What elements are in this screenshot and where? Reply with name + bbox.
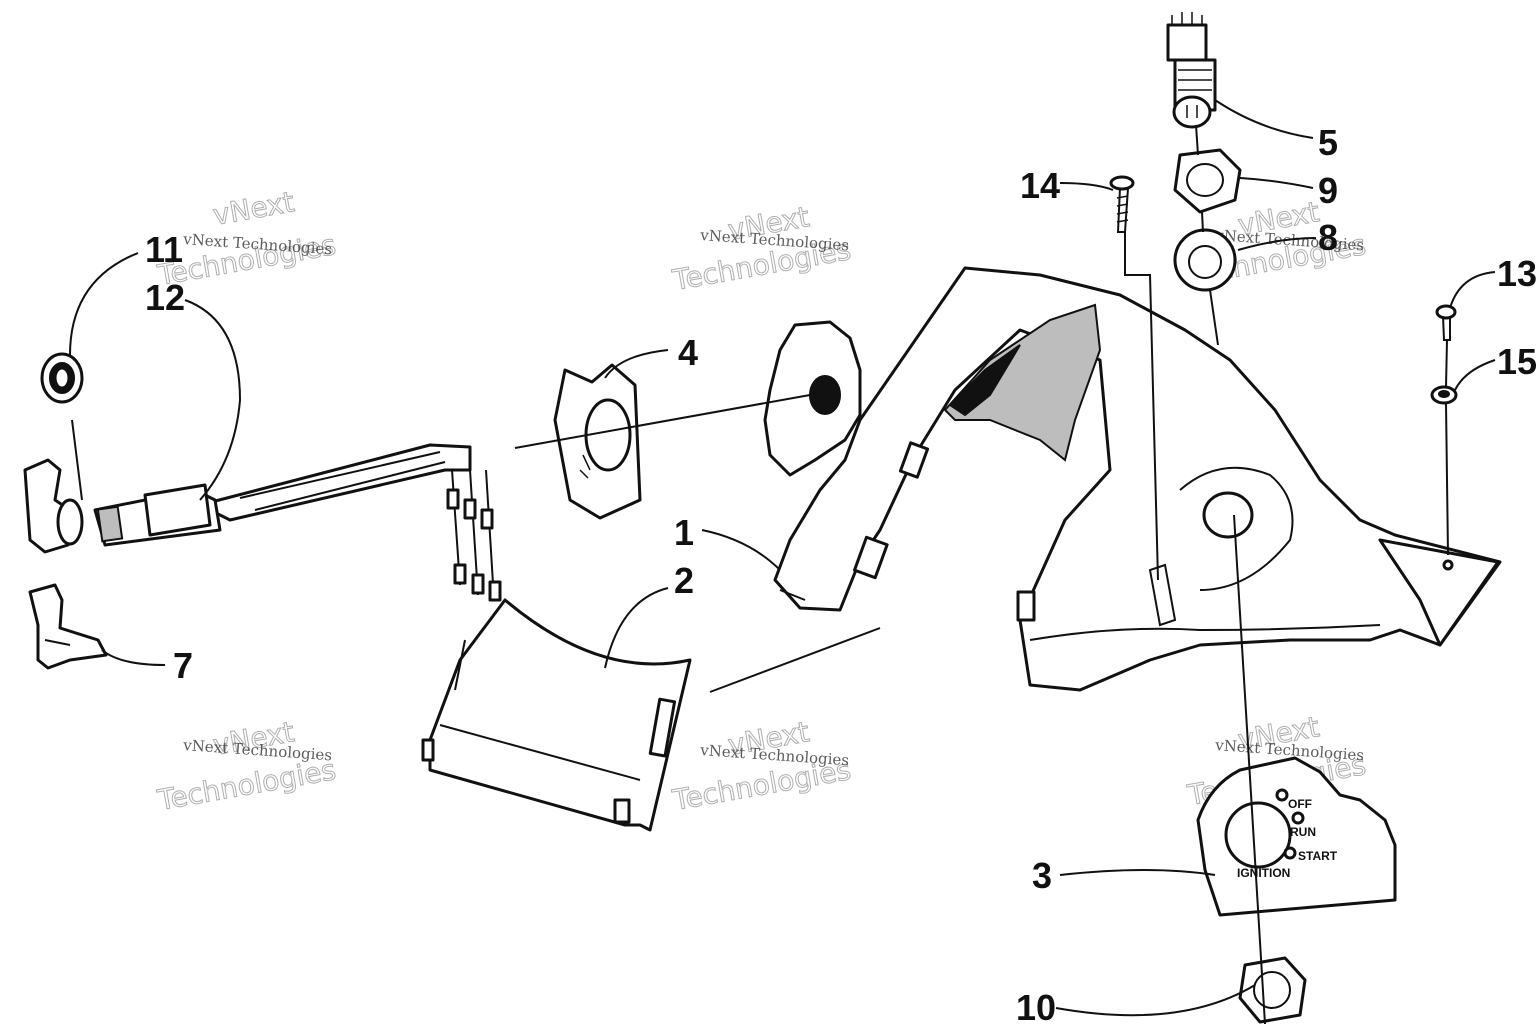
watermark-bottom-center: vNext Technologies vNext Technologies [669,715,854,818]
watermark-small: vNext Technologies [182,736,333,764]
part-3-ignition-panel: OFF RUN START IGNITION [1196,756,1397,917]
ignition-label-ignition: IGNITION [1237,866,1290,880]
part-11-ring [40,352,84,404]
assembly-lines [71,124,1449,1024]
callout-15: 15 [1497,341,1536,382]
callout-12: 12 [145,277,185,318]
part-10-hex-nut [1238,956,1307,1024]
part-13-screw [1435,304,1457,341]
part-12-switch-assembly [23,443,502,602]
callout-3: 3 [1032,855,1052,896]
part-15-washer [1430,385,1458,405]
callout-labels: 1 2 3 4 5 7 8 9 10 11 12 13 14 15 [145,122,1536,1024]
part-9-hex-nut [1173,148,1242,214]
watermark-top-left: vNext Technologies vNext Technologies [154,185,339,293]
part-5-switch [1166,12,1217,129]
part-14-screw [1109,175,1135,233]
callout-1: 1 [674,512,694,553]
leader-lines [69,99,1496,1017]
callout-9: 9 [1318,170,1338,211]
watermark-large-line1: vNext [210,185,296,232]
callout-4: 4 [678,332,698,373]
part-1-console-housing [763,266,1502,692]
watermark-top-center: vNext Technologies vNext Technologies [669,200,854,298]
callout-13: 13 [1497,253,1536,294]
part-4-gasket [553,363,642,520]
callout-14: 14 [1020,165,1060,206]
ignition-label-run: RUN [1290,825,1316,839]
part-7-lever [28,583,108,670]
callout-5: 5 [1318,122,1338,163]
ignition-label-start: START [1298,849,1338,863]
watermark-bottom-left: vNext Technologies vNext Technologies [154,715,339,818]
part-2-cover-plate [421,598,692,832]
ignition-label-off: OFF [1288,797,1312,811]
callout-2: 2 [674,560,694,601]
callout-10: 10 [1016,987,1056,1024]
callout-11: 11 [145,229,183,270]
callout-7: 7 [173,645,193,686]
part-8-lock-washer [1173,228,1237,292]
wire-terminals [446,488,502,602]
callout-8: 8 [1318,217,1338,258]
